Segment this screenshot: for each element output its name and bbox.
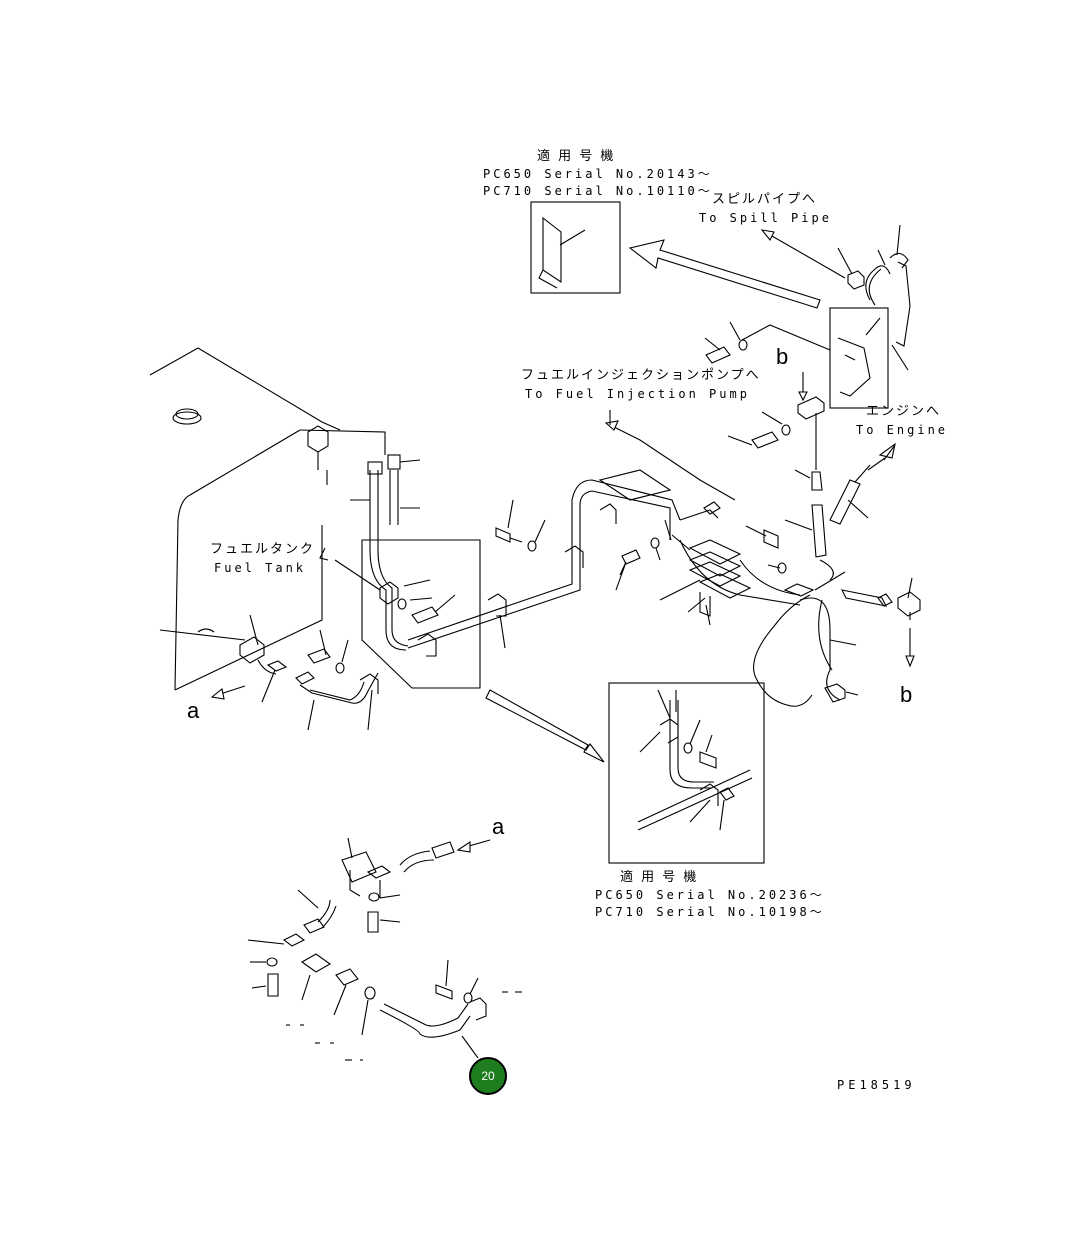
- pump-label-jp: フュエルインジェクションポンプへ: [521, 368, 761, 383]
- ref-b-right: b: [900, 682, 913, 707]
- hollow-arrow-bottom: [485, 689, 605, 763]
- ref-b-top: b: [776, 344, 789, 369]
- top-note-heading: 適 用 号 機: [537, 149, 616, 164]
- ref-a-left: a: [187, 698, 200, 723]
- page-number-label: 20: [481, 1069, 495, 1083]
- pump-leader: [604, 420, 736, 501]
- detail-box-bottom: [608, 682, 765, 864]
- page-number-badge[interactable]: 20: [469, 1057, 507, 1095]
- pump-label-en: To Fuel Injection Pump: [525, 387, 750, 401]
- engine-label-en: To Engine: [856, 423, 949, 437]
- top-note-line1: PC650 Serial No.20143～: [483, 167, 713, 181]
- bottom-note-line1: PC650 Serial No.20236～: [595, 888, 825, 902]
- top-note-line2: PC710 Serial No.10110～: [483, 184, 713, 198]
- main-pipe-assembly: [261, 454, 721, 731]
- bottom-note-heading: 適 用 号 機: [620, 870, 699, 885]
- hollow-arrow-top: [628, 239, 821, 309]
- detail-box-top: [530, 201, 621, 294]
- label-leaders: [609, 410, 896, 461]
- tank-label-en: Fuel Tank: [214, 561, 307, 575]
- lower-detail-assembly: [247, 837, 522, 1061]
- engine-bracket-assembly: [704, 224, 911, 409]
- engine-fittings: [727, 396, 896, 558]
- arrow-a-left: [210, 685, 246, 700]
- arrow-b-top: [798, 372, 808, 402]
- ref-a-bottom: a: [492, 814, 505, 839]
- bottom-note-line2: PC710 Serial No.10198～: [595, 905, 825, 919]
- fuel-tank: [149, 347, 386, 691]
- drawing-code: PE18519: [837, 1078, 916, 1092]
- middle-bolts: [495, 499, 661, 591]
- engine-label-jp: エンジンへ: [866, 404, 942, 419]
- fuel-filters: [659, 525, 921, 707]
- spill-pipe-label-jp: スピルパイプへ: [712, 192, 818, 207]
- tank-label-jp: フュエルタンク: [210, 542, 316, 557]
- spill-pipe-label-en: To Spill Pipe: [699, 211, 832, 225]
